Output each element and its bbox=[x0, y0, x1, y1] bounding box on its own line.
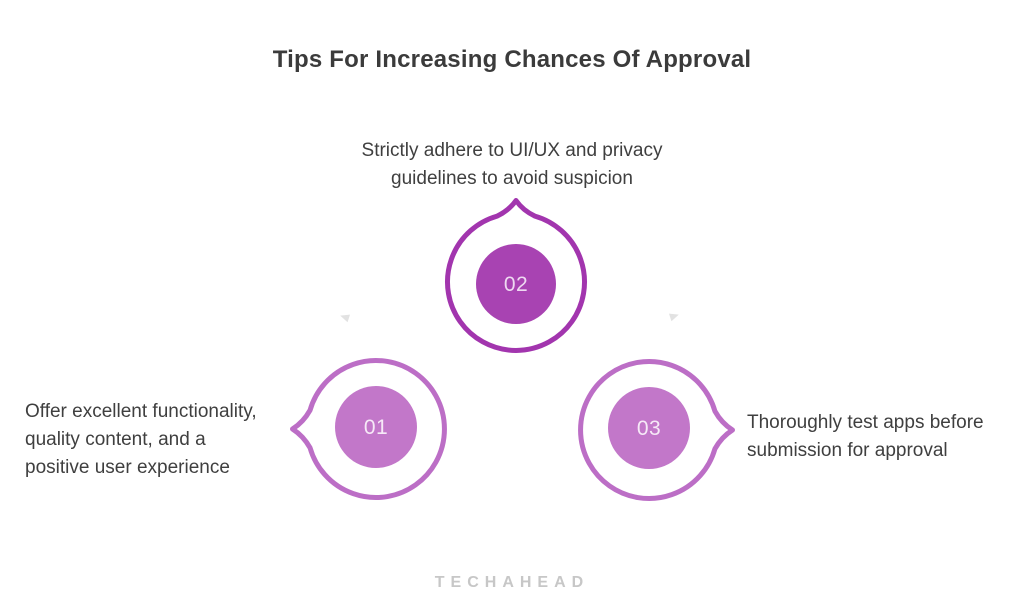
step-1-node: 01 bbox=[286, 349, 456, 509]
step-3-label: Thoroughly test apps before submission f… bbox=[747, 412, 984, 461]
step-2-label: Strictly adhere to UI/UX and privacy gui… bbox=[361, 140, 663, 189]
step-1-label: Offer excellent functionality, quality c… bbox=[25, 401, 257, 478]
step-3-ring bbox=[578, 359, 735, 501]
decorative-arrow-left bbox=[338, 311, 351, 323]
step-3-node: 03 bbox=[559, 350, 739, 510]
step-2-bubble: 02 bbox=[445, 198, 587, 353]
step-2-circle bbox=[476, 244, 556, 324]
step-1-circle bbox=[335, 386, 417, 468]
step-3-number: 03 bbox=[637, 417, 661, 440]
step-3-bubble: 03 bbox=[578, 359, 735, 501]
step-1-ring bbox=[290, 358, 447, 500]
step-3-circle bbox=[608, 387, 690, 469]
step-2-ring bbox=[445, 198, 587, 353]
step-2-node: 02 bbox=[436, 197, 596, 359]
step-1-number: 01 bbox=[364, 416, 388, 439]
page-title: Tips For Increasing Chances Of Approval bbox=[272, 46, 752, 73]
step-1-bubble: 01 bbox=[290, 358, 447, 500]
step-2-number: 02 bbox=[504, 273, 528, 296]
techahead-logo: TECHAHEAD bbox=[434, 574, 590, 591]
decorative-arrow-right bbox=[668, 310, 681, 322]
